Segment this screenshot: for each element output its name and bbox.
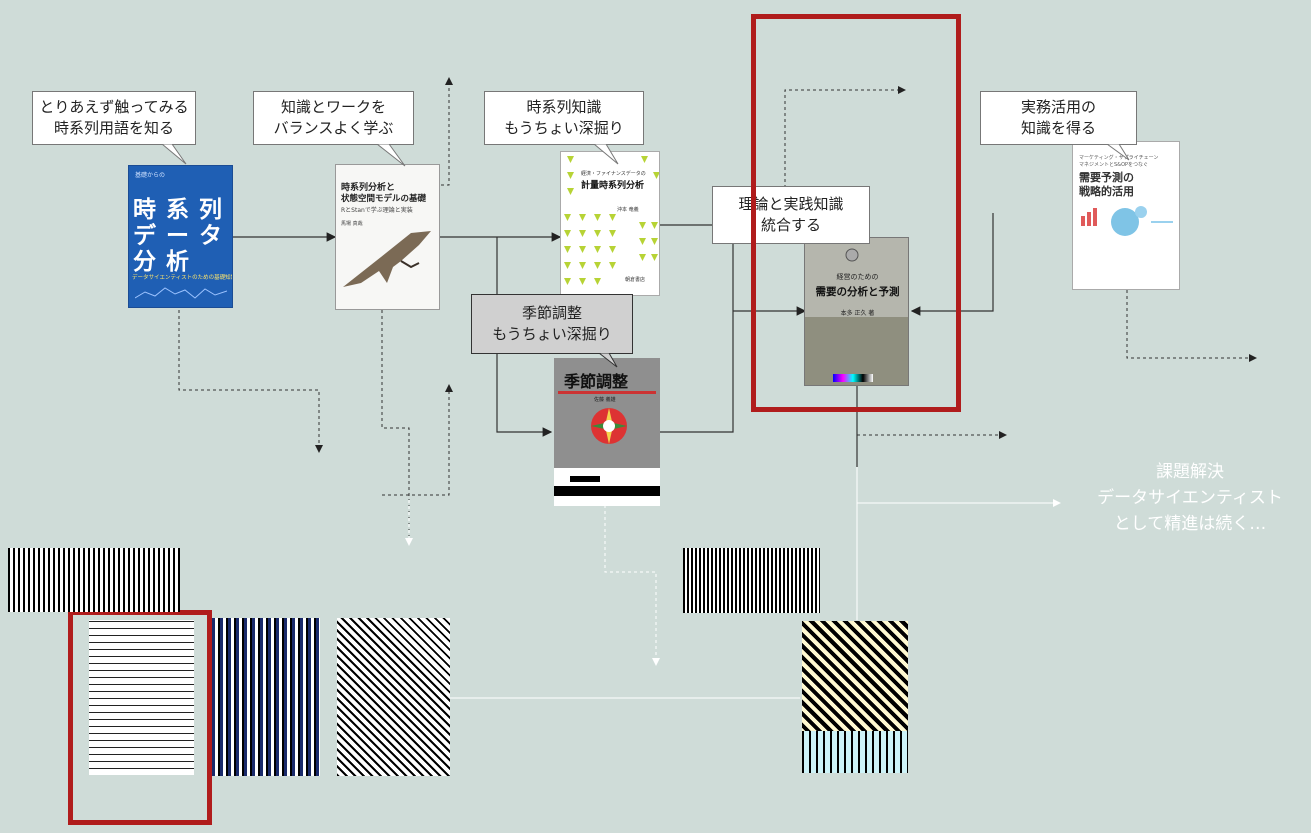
- callout3-line2: もうちょい深掘り: [504, 118, 624, 139]
- callout1-line2: 時系列用語を知る: [54, 118, 174, 139]
- degraded-book-4[interactable]: [802, 621, 908, 773]
- callout6-tail: [1105, 144, 1135, 164]
- dash-b2-down: [382, 310, 409, 540]
- chart-icon: [135, 284, 227, 304]
- degraded-book-3[interactable]: [337, 618, 450, 776]
- book-jikeiretsu-data-bunseki[interactable]: 基礎からの 時 系 列 デ ー タ 分 析 データサイエンティストのための基礎知…: [128, 165, 233, 308]
- head-gears-icon: [1079, 202, 1175, 242]
- book6-title2: 戦略的活用: [1079, 183, 1134, 199]
- callout6-line1: 実務活用の: [1021, 97, 1096, 118]
- goal-line2: データサイエンティスト: [1072, 485, 1308, 511]
- goal-line3: として精進は続く…: [1072, 511, 1308, 537]
- goal-text: 課題解決 データサイエンティスト として精進は続く…: [1072, 459, 1308, 537]
- triangle-pattern: [561, 152, 660, 296]
- callout-practical-use: 実務活用の 知識を得る: [980, 91, 1137, 145]
- degraded-callout-left: [8, 548, 180, 612]
- book-keiryo-jikeiretsu[interactable]: 経済・ファイナンスデータの 計量時系列分析 沖本 竜義 朝倉書店: [560, 151, 660, 296]
- callout3-line1: 時系列知識: [526, 97, 601, 118]
- callout-seasonal-deep: 季節調整 もうちょい深掘り: [471, 294, 633, 354]
- book2-title2: 状態空間モデルの基礎: [341, 192, 426, 204]
- callout4-line2: もうちょい深掘り: [492, 324, 612, 345]
- callout-timeseries-deep: 時系列知識 もうちょい深掘り: [484, 91, 644, 145]
- callout2-tail: [375, 144, 409, 168]
- dash-b6-right: [1127, 290, 1256, 358]
- book1-title3: 分 析: [133, 242, 230, 276]
- book1-top: 基礎からの: [135, 170, 165, 179]
- goal-line1: 課題解決: [1072, 459, 1308, 485]
- callout3-tail: [592, 144, 622, 166]
- degraded-book-2[interactable]: [212, 618, 320, 776]
- book2-author: 馬場 真哉: [341, 220, 363, 227]
- book2-sub: RとStanで学ぶ理論と実装: [341, 205, 413, 214]
- book-kisetsu-chosei[interactable]: 季節調整 佐藤 義雄: [554, 358, 660, 506]
- callout2-line1: 知識とワークを: [281, 97, 386, 118]
- callout1-line1: とりあえず触ってみる: [39, 97, 188, 118]
- callout4-line1: 季節調整: [522, 303, 582, 324]
- seasons-wheel-icon: [587, 404, 631, 448]
- degraded-book-1[interactable]: [89, 620, 194, 775]
- callout4-tail: [597, 353, 621, 369]
- dash-white-2: [605, 505, 656, 665]
- highlight-frame-top: [751, 14, 961, 412]
- book4-author: 佐藤 義雄: [594, 396, 616, 403]
- callout1-tail: [160, 144, 190, 166]
- dash-b1-down: [179, 310, 319, 452]
- callout2-line2: バランスよく学ぶ: [274, 118, 394, 139]
- book1-sub: データサイエンティストのための基礎知識: [132, 273, 231, 281]
- callout-balanced-learning: 知識とワークを バランスよく学ぶ: [253, 91, 414, 145]
- falcon-icon: [341, 227, 436, 299]
- dash-up2: [382, 385, 449, 495]
- line-b4-mid: [660, 237, 733, 432]
- degraded-callout-right: [683, 548, 820, 613]
- book4-title: 季節調整: [564, 368, 628, 392]
- callout-getting-started: とりあえず触ってみる 時系列用語を知る: [32, 91, 196, 145]
- callout6-line2: 知識を得る: [1021, 118, 1096, 139]
- book-state-space-model[interactable]: 時系列分析と 状態空間モデルの基礎 RとStanで学ぶ理論と実装 馬場 真哉: [335, 164, 440, 310]
